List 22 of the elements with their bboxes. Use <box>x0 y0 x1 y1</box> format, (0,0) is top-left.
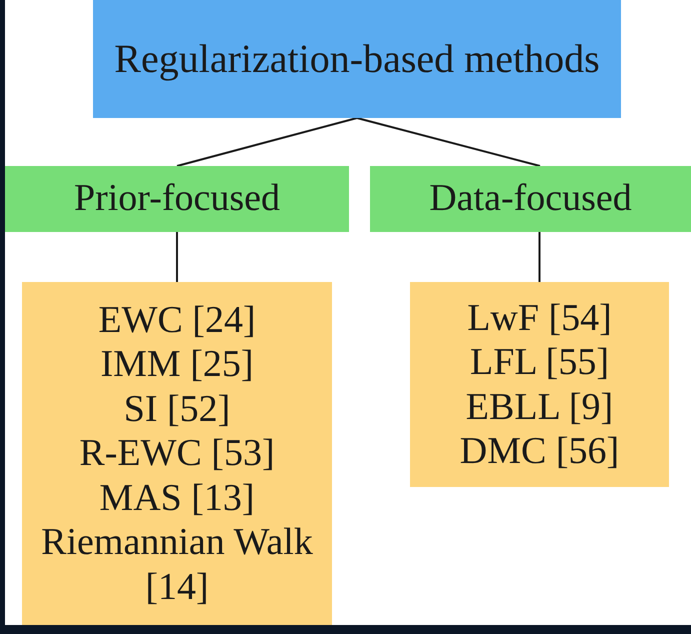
method-label: Riemannian Walk [14] <box>40 520 314 610</box>
method-list-box <box>410 282 669 487</box>
method-label: EWC [24] <box>98 298 256 342</box>
connector-line <box>538 232 540 282</box>
method-label: EBLL [9] <box>466 384 614 429</box>
method-label: LwF [54] <box>467 296 612 340</box>
method-label: SI [52] <box>124 386 230 432</box>
method-label: IMM [25] <box>100 342 254 387</box>
category-label: Regularization-based methods <box>114 36 600 82</box>
connector-line <box>176 232 178 282</box>
method-label: R-EWC [53] <box>79 431 275 476</box>
category-label: Prior-focused <box>74 178 280 220</box>
method-label: MAS [13] <box>99 476 255 520</box>
method-list-box <box>22 282 332 625</box>
connector-line <box>176 117 358 167</box>
category-box <box>370 166 691 232</box>
method-label: LFL [55] <box>470 340 609 384</box>
method-label: DMC [56] <box>460 428 620 474</box>
category-box <box>5 166 349 232</box>
connector-line <box>356 117 540 167</box>
category-label: Data-focused <box>429 178 632 220</box>
category-box <box>93 0 621 118</box>
